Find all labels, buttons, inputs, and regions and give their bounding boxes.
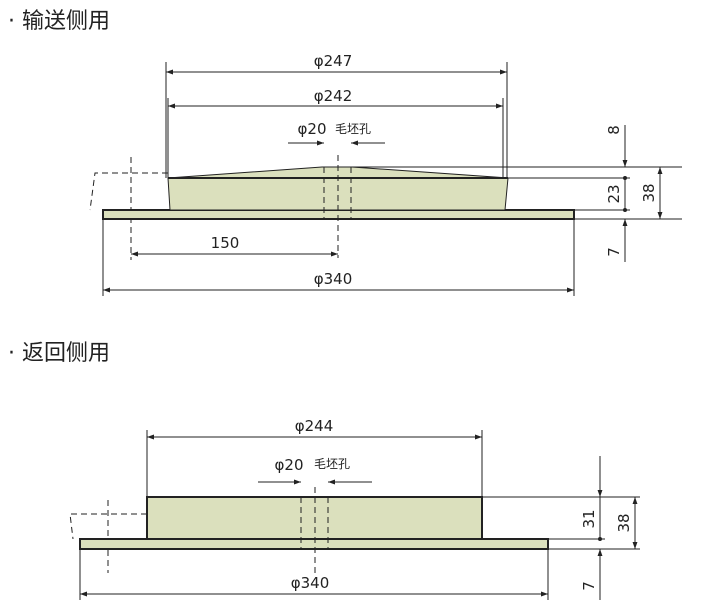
hole-note: 毛坯孔 [314,457,350,471]
dim-label-38: 38 [640,183,658,202]
dim-label-150: 150 [211,234,240,252]
dim-label-242: φ242 [314,87,353,105]
dim-label-247: φ247 [314,52,353,70]
hole-note: 毛坯孔 [335,122,371,136]
adjacent-part-outline [69,513,147,540]
dim-label-hole: φ20 [275,456,304,474]
base-plate [79,538,549,550]
dim-label-340: φ340 [291,574,330,592]
dim-label-38: 38 [615,513,633,532]
dim-label-7: 7 [605,247,623,257]
dim-label-31: 31 [580,509,598,528]
dim-label-340: φ340 [314,270,353,288]
conveying-side-drawing: · 输送侧用 φ247 φ242 φ20 毛坯孔 150 φ340 [8,9,682,296]
dim-label-23: 23 [605,184,623,203]
section-heading-conveying: · 输送侧用 [8,9,110,34]
section-heading-return: · 返回侧用 [8,341,110,366]
dim-label-7: 7 [580,581,598,591]
dim-label-8: 8 [605,125,623,135]
dim-label-hole: φ20 [298,120,327,138]
return-side-drawing: · 返回侧用 φ244 φ20 毛坯孔 φ340 31 38 7 [8,341,640,600]
adjacent-part-outline [89,172,168,211]
dim-label-244: φ244 [295,417,334,435]
